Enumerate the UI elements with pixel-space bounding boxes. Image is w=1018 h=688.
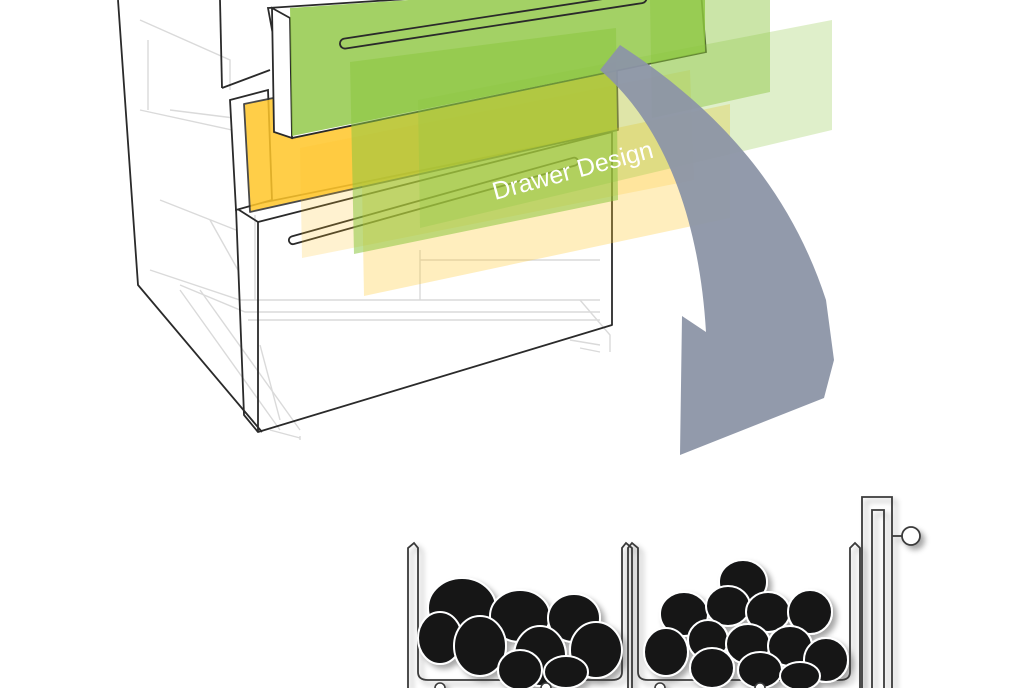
green-panel-far	[418, 20, 832, 228]
design-panels	[290, 0, 832, 296]
stone-pebbles-left	[417, 577, 623, 688]
basket-feet	[434, 682, 766, 688]
stone-basket-illustration	[407, 496, 921, 688]
curved-arrow-down-icon	[600, 45, 834, 455]
green-panel-right	[650, 0, 770, 118]
stone-pebbles-right	[643, 559, 849, 688]
green-panel-middle	[350, 28, 618, 254]
top-drawer-handle	[339, 0, 648, 50]
